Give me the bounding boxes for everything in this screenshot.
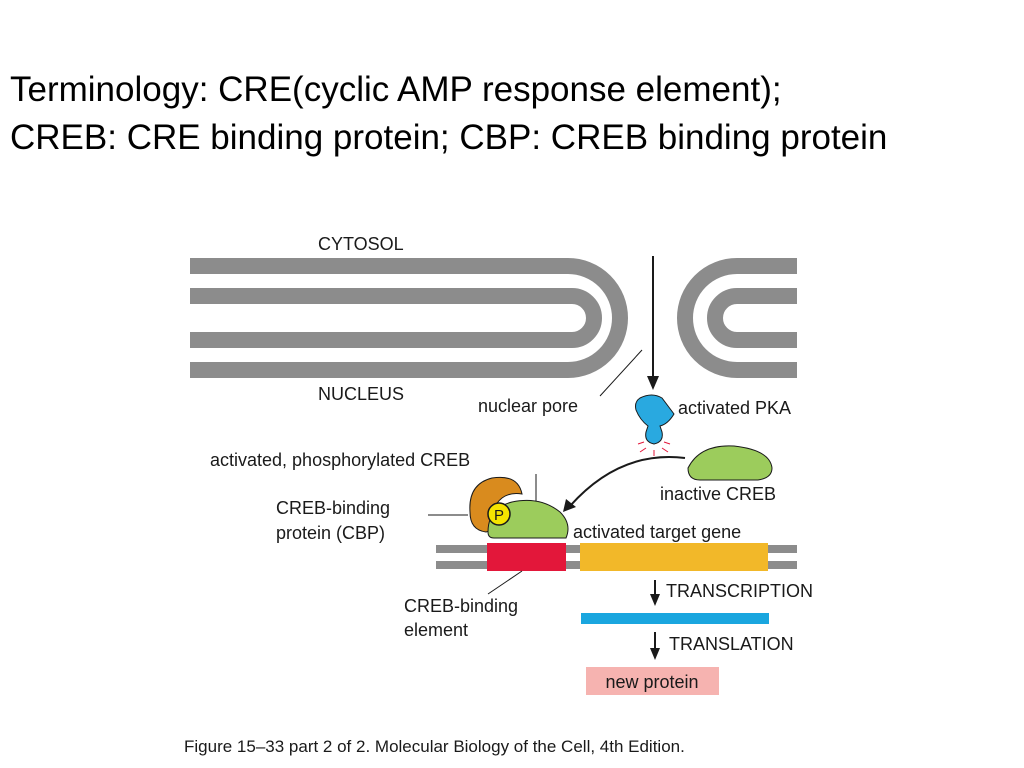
heading-line-2: CREB: CRE binding protein; CBP: CREB bin… — [10, 118, 888, 157]
nucleus-label: NUCLEUS — [318, 384, 404, 404]
creb-binding-element-label-line-1: CREB-binding — [404, 596, 518, 616]
envelope-left-outer — [190, 258, 628, 378]
translation-label: TRANSLATION — [669, 634, 794, 654]
dna-double-strand — [436, 543, 797, 571]
nuclear-pore-label: nuclear pore — [478, 396, 578, 416]
inactive-creb-label: inactive CREB — [660, 484, 776, 504]
activated-pka-shape — [635, 394, 675, 456]
phosphate-label: P — [494, 507, 504, 524]
slide-heading: Terminology: CRE(cyclic AMP response ele… — [10, 66, 1020, 162]
transcription-label: TRANSCRIPTION — [666, 581, 813, 601]
phosphate-circle — [487, 502, 511, 526]
inactive-creb-shape — [687, 445, 773, 481]
cbp-label-line-1: CREB-binding — [276, 498, 390, 518]
creb-binding-element-label-line-2: element — [404, 620, 468, 640]
translation-arrow — [650, 632, 660, 660]
cre-leader — [487, 570, 523, 595]
creb-binding-element-region — [487, 543, 566, 571]
target-gene-region — [580, 543, 768, 571]
transcription-arrow — [650, 580, 660, 606]
envelope-right-inner — [707, 288, 797, 348]
mrna-bar — [581, 613, 769, 624]
activated-target-gene-label: activated target gene — [573, 522, 741, 542]
nuclear-pore-leader — [599, 349, 643, 397]
nuclear-envelope — [190, 258, 797, 378]
envelope-right-outer — [677, 258, 797, 378]
new-protein-box — [586, 667, 719, 695]
cytosol-label: CYTOSOL — [318, 234, 404, 254]
figure-caption: Figure 15–33 part 2 of 2. Molecular Biol… — [184, 737, 685, 756]
heading-line-1: Terminology: CRE(cyclic AMP response ele… — [10, 70, 782, 109]
envelope-left-inner — [190, 288, 602, 348]
cbp-label-line-2: protein (CBP) — [276, 523, 385, 543]
activation-arrowhead — [563, 499, 576, 512]
pka-entry-arrow — [647, 256, 659, 390]
activated-pka-label: activated PKA — [678, 398, 791, 418]
activated-phosphorylated-creb-label: activated, phosphorylated CREB — [210, 450, 470, 470]
activation-arrow — [569, 456, 686, 507]
new-protein-label: new protein — [605, 672, 698, 692]
